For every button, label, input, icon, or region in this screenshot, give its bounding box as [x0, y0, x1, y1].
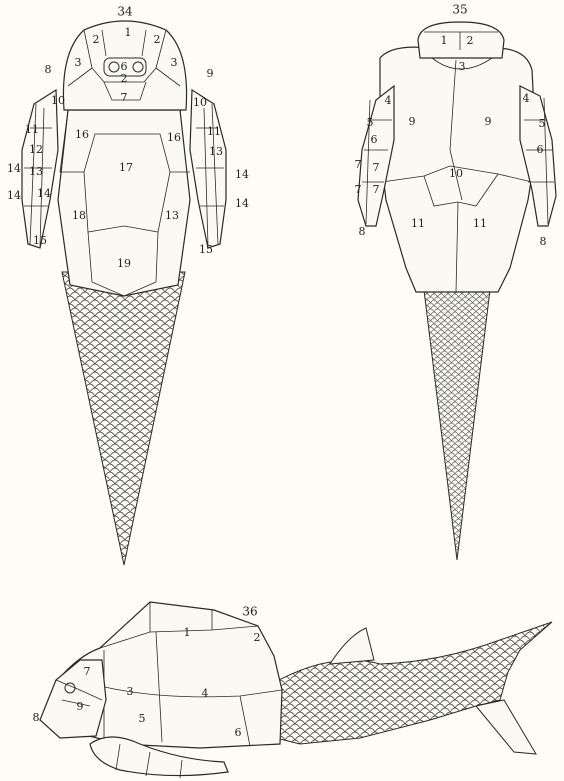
fig35-label: 6	[371, 133, 378, 146]
fig35-label: 4	[385, 94, 392, 107]
fig36-label: 4	[202, 687, 209, 700]
figure-36-number: 36	[242, 605, 257, 619]
fig34-label: 16	[75, 128, 89, 141]
fig35-label: 3	[459, 60, 466, 73]
fig36-label: 7	[84, 665, 91, 678]
fig35-label: 8	[359, 225, 366, 238]
fig35-label: 8	[540, 235, 547, 248]
fig34-label: 14	[7, 189, 21, 202]
fig34-label: 13	[209, 145, 223, 158]
fig36-dorsal-fin	[330, 628, 374, 664]
fig34-label: 14	[7, 162, 21, 175]
fig34-label: 9	[207, 67, 214, 80]
fig36-label: 3	[127, 685, 134, 698]
fig36-label: 6	[235, 726, 242, 739]
fig34-label: 2	[121, 72, 128, 85]
fig34-label: 14	[37, 187, 51, 200]
fig34-label: 10	[193, 96, 207, 109]
fig34-label: 10	[51, 94, 65, 107]
fig34-label: 11	[207, 125, 221, 138]
fig34-label: 6	[121, 60, 128, 73]
fig35-label: 7	[355, 158, 362, 171]
fig35-label: 5	[539, 117, 546, 130]
fig36-label: 1	[184, 626, 191, 639]
fig34-label: 3	[171, 56, 178, 69]
fig34-label: 15	[33, 234, 47, 247]
fig36-label: 5	[139, 712, 146, 725]
fig35-head	[418, 22, 504, 58]
fig35-label: 7	[373, 161, 380, 174]
fig34-label: 14	[235, 197, 249, 210]
fig34-label: 2	[154, 33, 161, 46]
figure-35-number: 35	[452, 3, 467, 17]
figure-36: 36 1 2 3 4 5 6 7 8 9	[33, 602, 553, 778]
fig34-tail	[62, 272, 185, 565]
fig34-label: 11	[25, 123, 39, 136]
fig34-label: 18	[72, 209, 86, 222]
fig35-label: 10	[449, 167, 463, 180]
figure-35: 35 1 2 3 4 4 5 5 6 6 7 7 7 7 8 8 9 9 10	[355, 3, 557, 561]
fig34-right-appendage	[190, 90, 226, 248]
fig35-label: 11	[411, 217, 425, 230]
figure-34: 34 1 2 2 3 3 2 6 7 8 9 10	[7, 5, 249, 566]
fig34-label: 17	[119, 161, 133, 174]
fig34-label: 12	[29, 143, 43, 156]
fig35-label: 4	[523, 92, 530, 105]
fig35-label: 2	[467, 34, 474, 47]
fig34-label: 14	[235, 168, 249, 181]
fig35-label: 11	[473, 217, 487, 230]
fig34-label: 7	[121, 91, 128, 104]
fig35-label: 7	[373, 183, 380, 196]
fig34-label: 8	[45, 63, 52, 76]
fig36-label: 8	[33, 711, 40, 724]
fig36-head	[40, 660, 106, 738]
fig35-label: 7	[355, 183, 362, 196]
fig35-label: 1	[441, 34, 448, 47]
fig34-label: 2	[93, 33, 100, 46]
fig35-label: 6	[537, 143, 544, 156]
fig34-label: 15	[199, 243, 213, 256]
fig35-tail	[424, 290, 490, 560]
fig34-label: 13	[165, 209, 179, 222]
fig35-label: 9	[485, 115, 492, 128]
fig34-label: 1	[125, 26, 132, 39]
fig34-label: 13	[29, 165, 43, 178]
fig35-label: 9	[409, 115, 416, 128]
fig35-label: 5	[367, 116, 374, 129]
fig36-tail-fin	[476, 700, 536, 754]
fig36-label: 9	[77, 700, 84, 713]
fig36-label: 2	[254, 631, 261, 644]
fig34-label: 3	[75, 56, 82, 69]
fig34-label: 19	[117, 257, 131, 270]
fig34-label: 16	[167, 131, 181, 144]
figure-34-number: 34	[117, 5, 133, 19]
